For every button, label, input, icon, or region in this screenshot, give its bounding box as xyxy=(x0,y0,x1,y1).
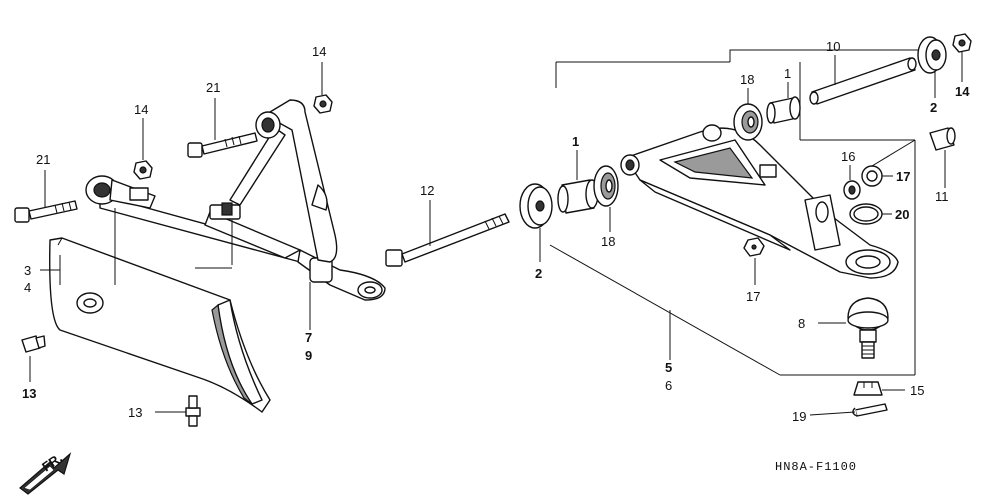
seal-17-lower xyxy=(743,237,765,285)
collar-1-center xyxy=(557,150,599,214)
callout-3: 3 xyxy=(24,263,31,278)
right-lower-arm xyxy=(620,124,899,279)
callout-labels: 14 21 14 21 3 4 13 13 7 9 12 2 1 18 18 1… xyxy=(22,39,970,474)
front-direction-arrow xyxy=(19,452,72,495)
nut-14-left-b xyxy=(133,160,153,180)
callout-13: 13 xyxy=(22,386,36,401)
callout-6: 6 xyxy=(665,378,672,393)
callout-1: 1 xyxy=(784,66,791,81)
collar-1-upper xyxy=(766,82,801,124)
callout-14: 14 xyxy=(955,84,970,99)
circlip-20 xyxy=(849,203,892,225)
dashed-group-box xyxy=(549,49,930,376)
callout-19: 19 xyxy=(792,409,806,424)
callout-11: 11 xyxy=(935,189,949,204)
cotter-pin-19 xyxy=(809,403,888,417)
callout-14: 14 xyxy=(134,102,148,117)
bolt-21-lower xyxy=(14,200,78,223)
ball-joint-8 xyxy=(818,297,889,359)
callout-2: 2 xyxy=(930,100,937,115)
callout-8: 8 xyxy=(798,316,805,331)
washer-2-center xyxy=(519,183,553,262)
bushing-18-center xyxy=(593,165,619,232)
callout-2: 2 xyxy=(535,266,542,281)
callout-13: 13 xyxy=(128,405,142,420)
callout-21: 21 xyxy=(206,80,220,95)
skid-plate xyxy=(49,237,271,413)
cap-16 xyxy=(843,165,861,200)
washer-2-right xyxy=(917,36,947,98)
callout-18: 18 xyxy=(740,72,754,87)
callout-21: 21 xyxy=(36,152,50,167)
callout-14: 14 xyxy=(312,44,326,59)
castle-nut-15 xyxy=(853,381,905,396)
seal-17-upper xyxy=(861,139,916,187)
bolt-21-upper xyxy=(187,132,258,158)
bolt-13-b xyxy=(185,395,201,427)
callout-17: 17 xyxy=(746,289,760,304)
sleeve-11 xyxy=(929,127,956,188)
nut-14-left-a xyxy=(313,94,333,114)
callout-7: 7 xyxy=(305,330,312,345)
callout-16: 16 xyxy=(841,149,855,164)
callout-5: 5 xyxy=(665,360,672,375)
nut-14-right xyxy=(952,33,972,82)
bolt-13-a xyxy=(21,335,46,353)
bolt-12 xyxy=(385,200,510,267)
left-upper-arm xyxy=(229,99,338,263)
bushing-18-upper xyxy=(733,88,763,141)
callout-17: 17 xyxy=(896,169,910,184)
callout-4: 4 xyxy=(24,280,31,295)
diagram-code: HN8A-F1100 xyxy=(775,460,857,474)
left-lower-arm xyxy=(85,175,386,301)
callout-12: 12 xyxy=(420,183,434,198)
callout-9: 9 xyxy=(305,348,312,363)
left-leaders xyxy=(29,62,323,413)
callout-15: 15 xyxy=(910,383,924,398)
callout-1: 1 xyxy=(572,134,579,149)
callout-20: 20 xyxy=(895,207,909,222)
pivot-shaft-10 xyxy=(809,55,917,105)
callout-18: 18 xyxy=(601,234,615,249)
callout-10: 10 xyxy=(826,39,840,54)
